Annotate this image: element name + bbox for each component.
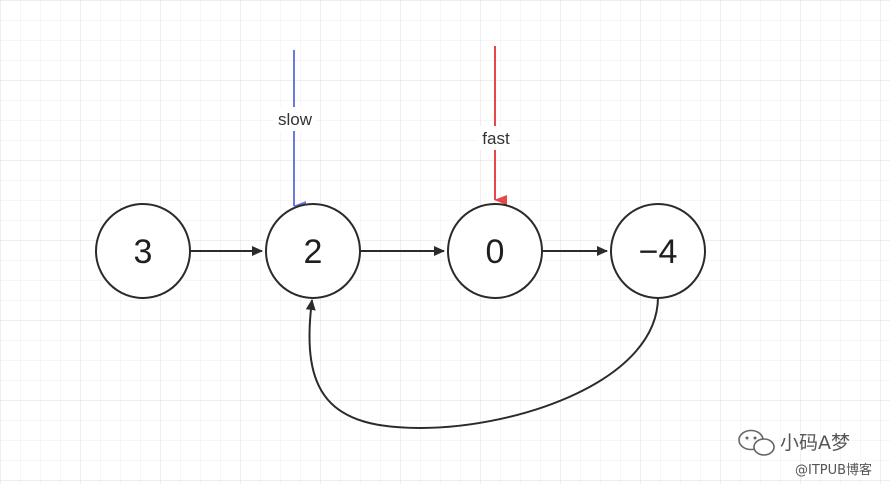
node-0: 0	[447, 203, 543, 299]
fast-pointer: fast	[477, 46, 515, 205]
node-value: 0	[486, 233, 505, 271]
slow-pointer: slow	[274, 50, 316, 211]
slow-label: slow	[278, 110, 313, 129]
watermark-site: @ITPUB博客	[795, 462, 872, 478]
watermark: 小码A梦 @ITPUB博客	[738, 429, 872, 478]
fast-label: fast	[482, 129, 510, 148]
watermark-account: 小码A梦	[780, 432, 850, 454]
node-value: 3	[134, 233, 153, 271]
node-value: 2	[304, 233, 323, 271]
node-2: 2	[265, 203, 361, 299]
node-value: −4	[639, 233, 678, 271]
node-3: 3	[95, 203, 191, 299]
edge-minus4-to-2-cycle	[305, 296, 659, 430]
wechat-icon	[738, 429, 775, 456]
node-minus-4: −4	[610, 203, 706, 299]
